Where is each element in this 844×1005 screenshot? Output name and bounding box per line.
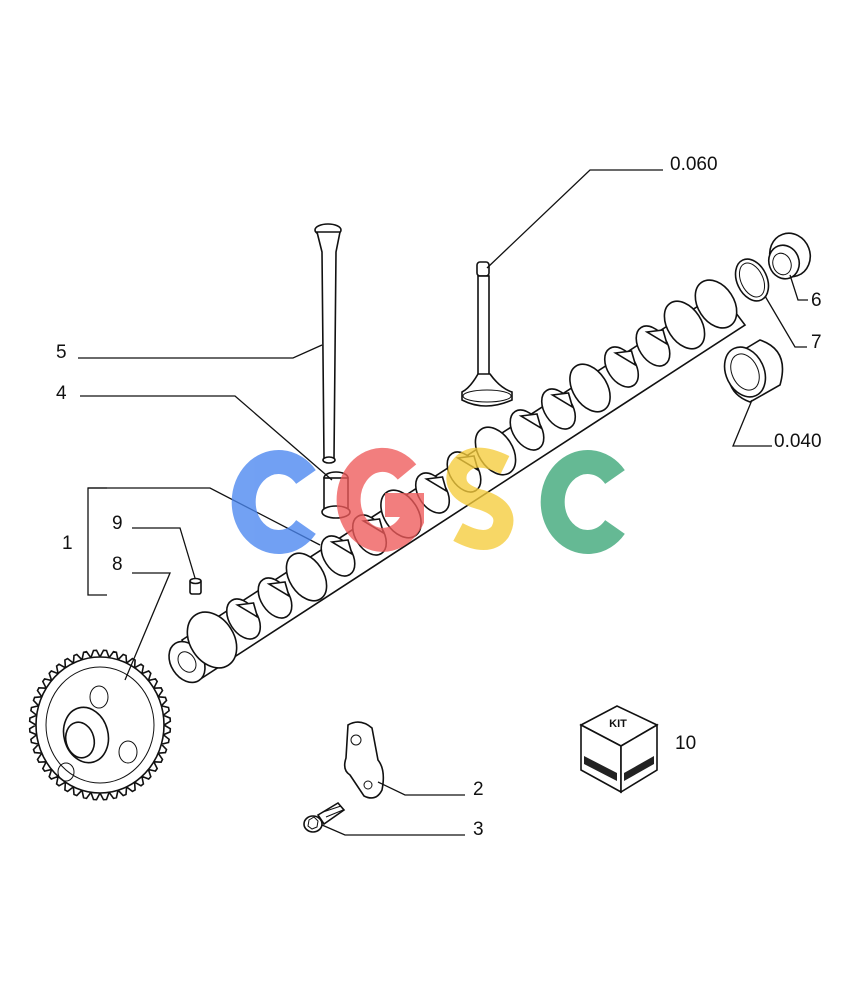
callout-6: 6 <box>811 290 822 311</box>
dowel-pin <box>189 577 202 595</box>
camshaft-journal <box>663 300 706 350</box>
cam-lobe-tip <box>644 329 669 346</box>
callout-10: 10 <box>675 733 696 754</box>
callout-8: 8 <box>112 554 123 575</box>
timing-gear <box>28 649 172 801</box>
callout-2: 2 <box>473 779 484 800</box>
callout-0040: 0.040 <box>774 431 822 452</box>
callout-3: 3 <box>473 819 484 840</box>
bolt <box>303 801 346 833</box>
cam-lobe-tip <box>266 581 291 598</box>
callout-0060: 0.060 <box>670 154 718 175</box>
o-ring <box>734 258 770 302</box>
callout-7: 7 <box>811 332 822 353</box>
kit-box: KIT <box>579 705 659 794</box>
watermark-letter-g-red <box>336 447 424 552</box>
callout-9: 9 <box>112 513 123 534</box>
watermark-logo <box>231 447 625 554</box>
push-rod <box>314 223 342 464</box>
callout-1: 1 <box>62 533 73 554</box>
callout-4: 4 <box>56 383 67 404</box>
callout-5: 5 <box>56 342 67 363</box>
watermark-letter-c-green <box>540 450 625 554</box>
cam-lobe-tip <box>518 413 543 430</box>
thrust-plate <box>343 721 385 799</box>
valve <box>461 261 513 407</box>
kit-label: KIT <box>609 718 627 730</box>
seal-ring <box>767 232 812 280</box>
bushing <box>723 339 784 403</box>
callout-labels: 0.060 5 4 6 7 0.040 1 9 8 2 3 10 <box>56 154 822 840</box>
watermark-letter-s-yellow <box>446 447 514 550</box>
cam-lobe-tip <box>235 602 259 619</box>
watermark-letter-c-blue <box>231 450 316 554</box>
camshaft-journal <box>285 552 328 602</box>
leader-lines <box>78 169 808 836</box>
cam-lobe-tip <box>424 476 448 493</box>
camshaft-journal <box>569 363 611 413</box>
cam-lobe-tip <box>329 539 354 556</box>
cam-lobe-tip <box>613 350 637 367</box>
cam-lobe-tip <box>550 392 574 409</box>
